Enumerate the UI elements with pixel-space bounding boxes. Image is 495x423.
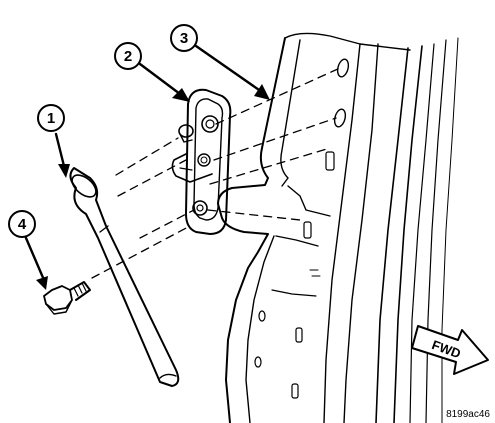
callout-2-arrowhead — [172, 88, 190, 102]
callout-4: 4 — [8, 210, 36, 238]
bolt — [43, 281, 91, 315]
callout-1-arrowhead — [58, 164, 70, 178]
alignment-lines — [91, 67, 341, 279]
callout-1: 1 — [37, 104, 65, 132]
callout-leaders — [24, 44, 264, 282]
callout-4-number: 4 — [18, 216, 27, 233]
socket-extension-tool — [69, 167, 180, 387]
forward-direction-arrow: FWD — [411, 325, 489, 375]
door-panel — [217, 32, 459, 423]
callout-4-arrowhead — [36, 276, 48, 290]
callout-3: 3 — [170, 24, 198, 52]
callout-3-number: 3 — [180, 30, 188, 47]
figure-id: 8199ac46 — [446, 409, 490, 420]
callout-3-arrowhead — [254, 84, 270, 100]
callout-1-number: 1 — [47, 110, 55, 127]
latch-striker-plate — [171, 88, 232, 235]
callout-2: 2 — [114, 42, 142, 70]
callout-2-number: 2 — [124, 48, 132, 65]
